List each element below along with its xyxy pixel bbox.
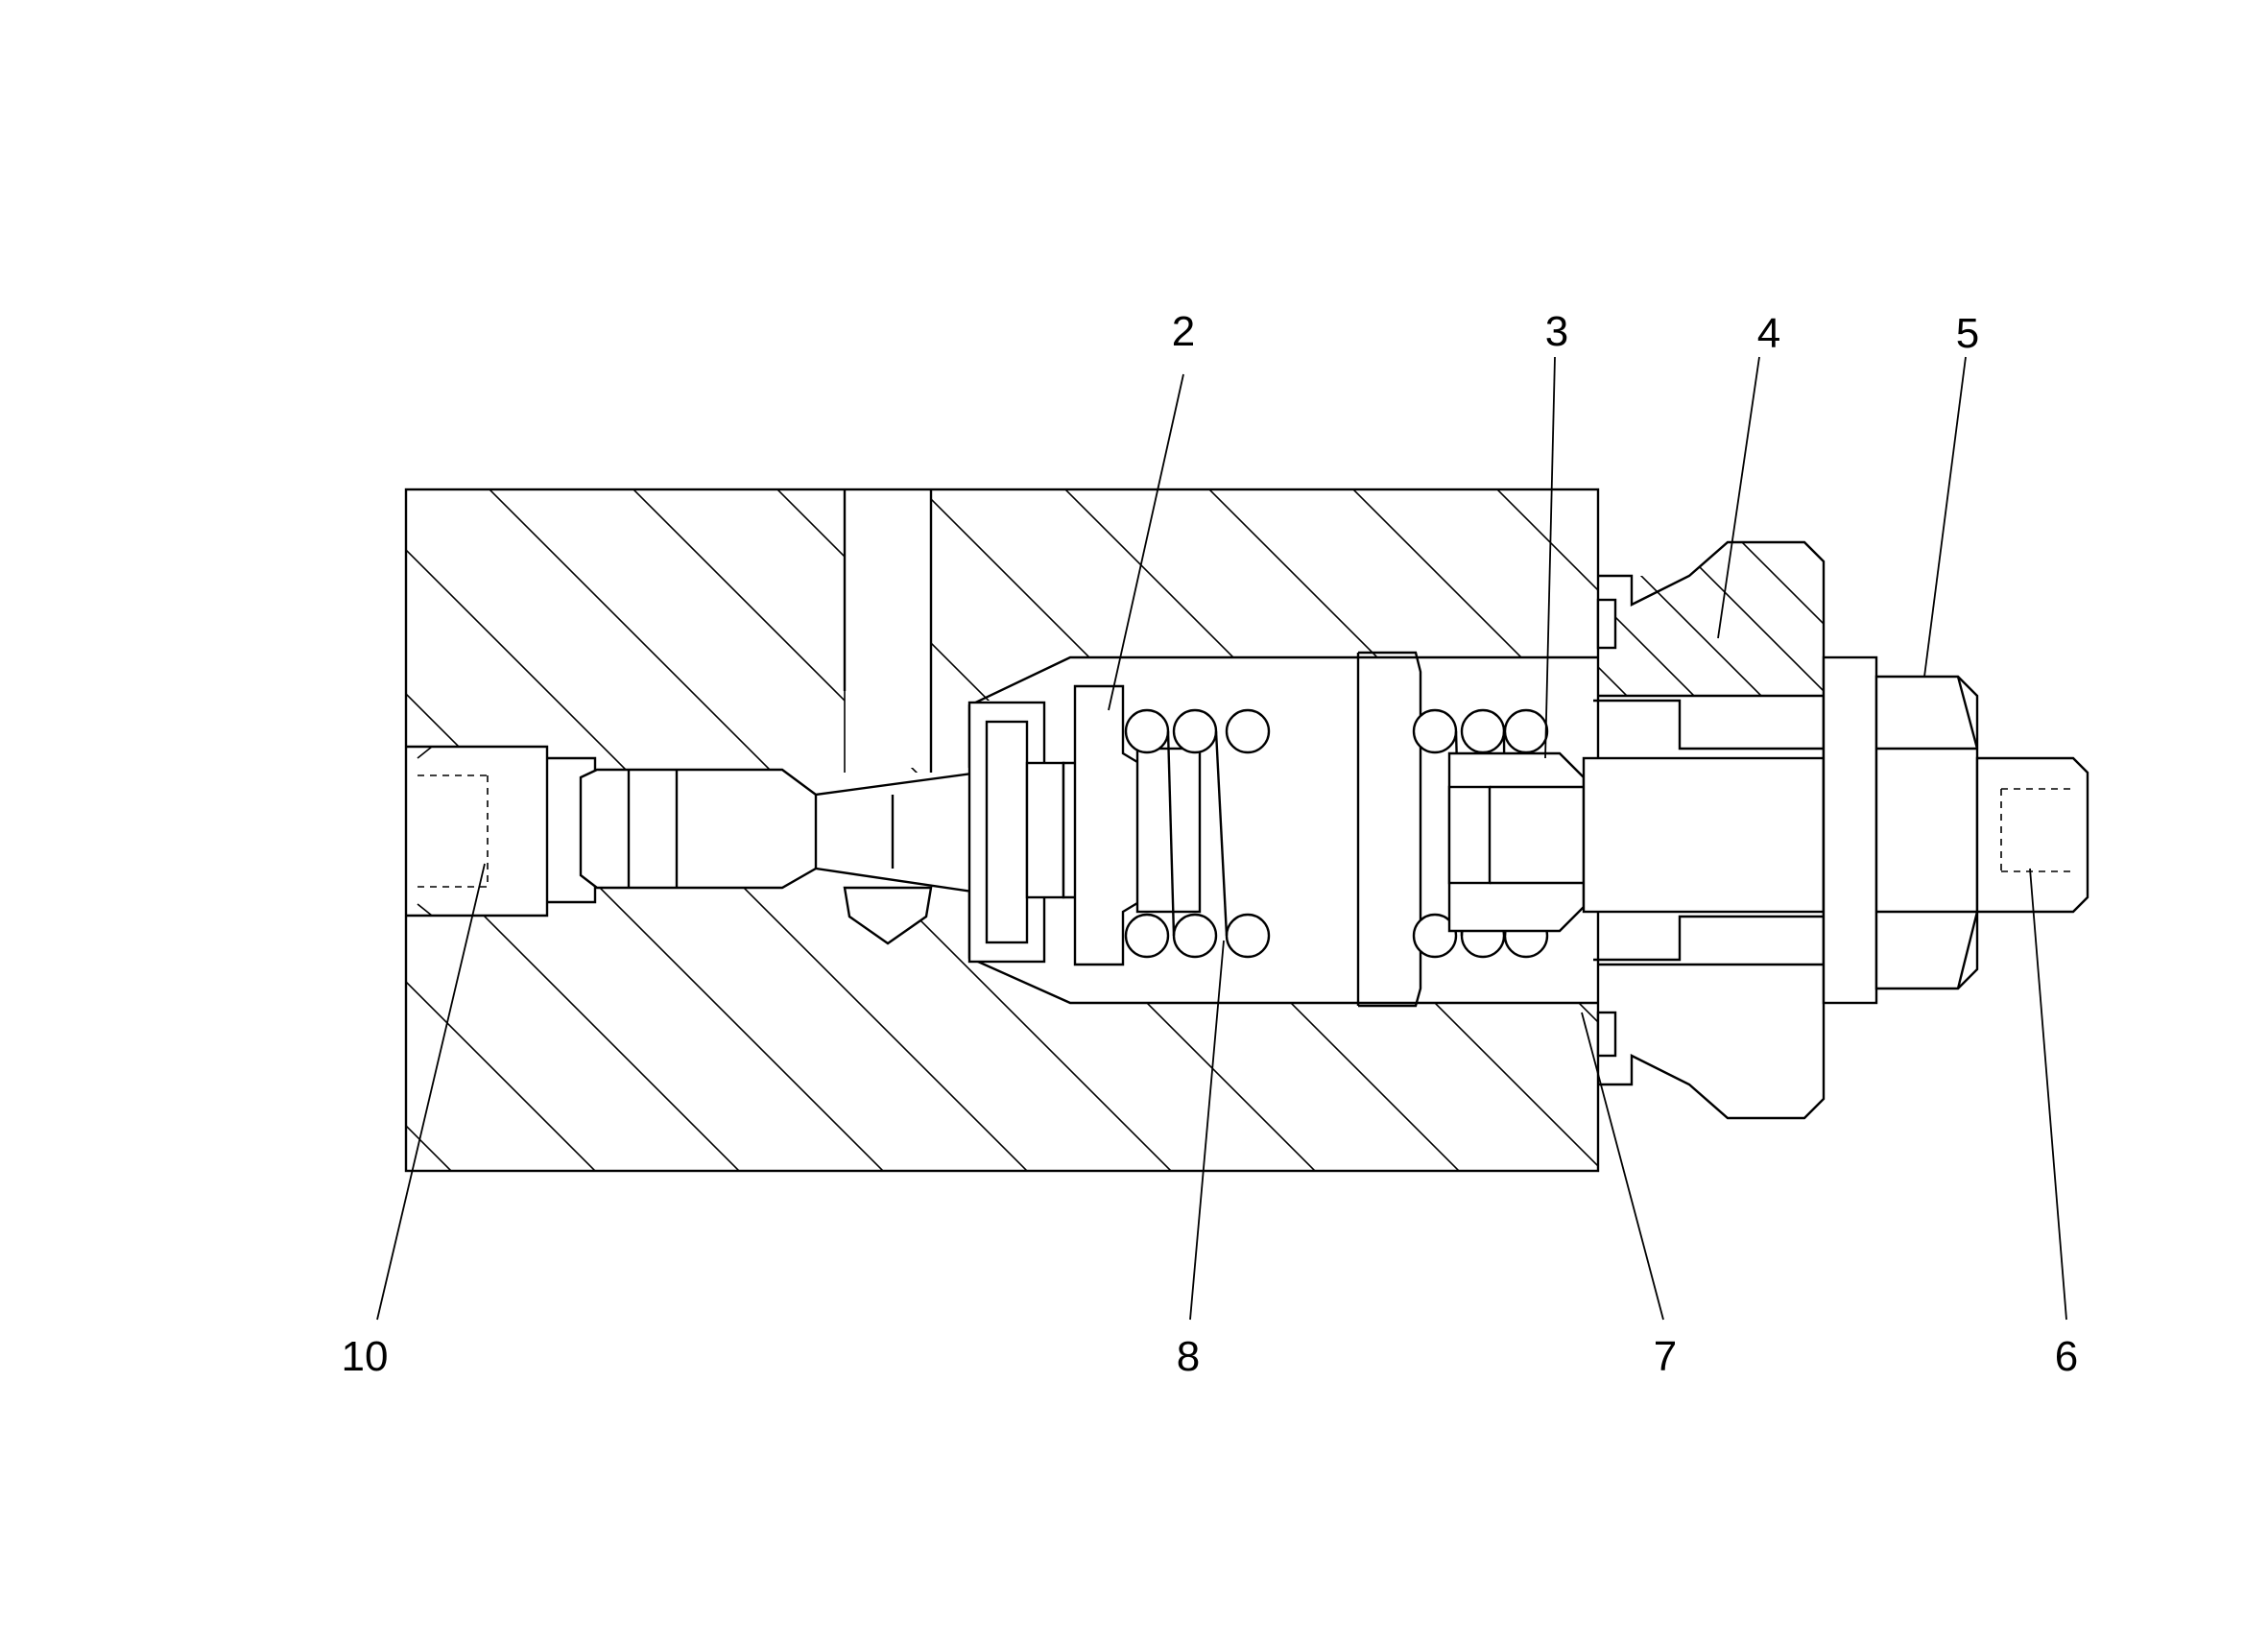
- callout-3: 3: [1545, 308, 1568, 355]
- callout-5: 5: [1956, 310, 1979, 357]
- callout-7: 7: [1654, 1333, 1677, 1380]
- callout-2: 2: [1172, 308, 1195, 355]
- spring-seat-2: [967, 684, 1202, 966]
- adjusting-screw-3: [1447, 699, 1826, 962]
- callout-10: 10: [342, 1333, 389, 1380]
- leader-lines: [376, 356, 2067, 1321]
- lock-nut-5: [1822, 655, 1979, 1005]
- callout-labels: 2 3 4 5 10 8 7 6: [342, 308, 2079, 1380]
- callout-4: 4: [1757, 310, 1780, 357]
- sleeve-7: [1356, 651, 1422, 1008]
- spring-8: [1124, 708, 1271, 959]
- poppet-stem: [579, 768, 981, 945]
- callout-6: 6: [2055, 1333, 2078, 1380]
- port-plug-10: [417, 746, 489, 917]
- callout-8: 8: [1177, 1333, 1200, 1380]
- adjusting-screw-end-6: [1975, 756, 2089, 914]
